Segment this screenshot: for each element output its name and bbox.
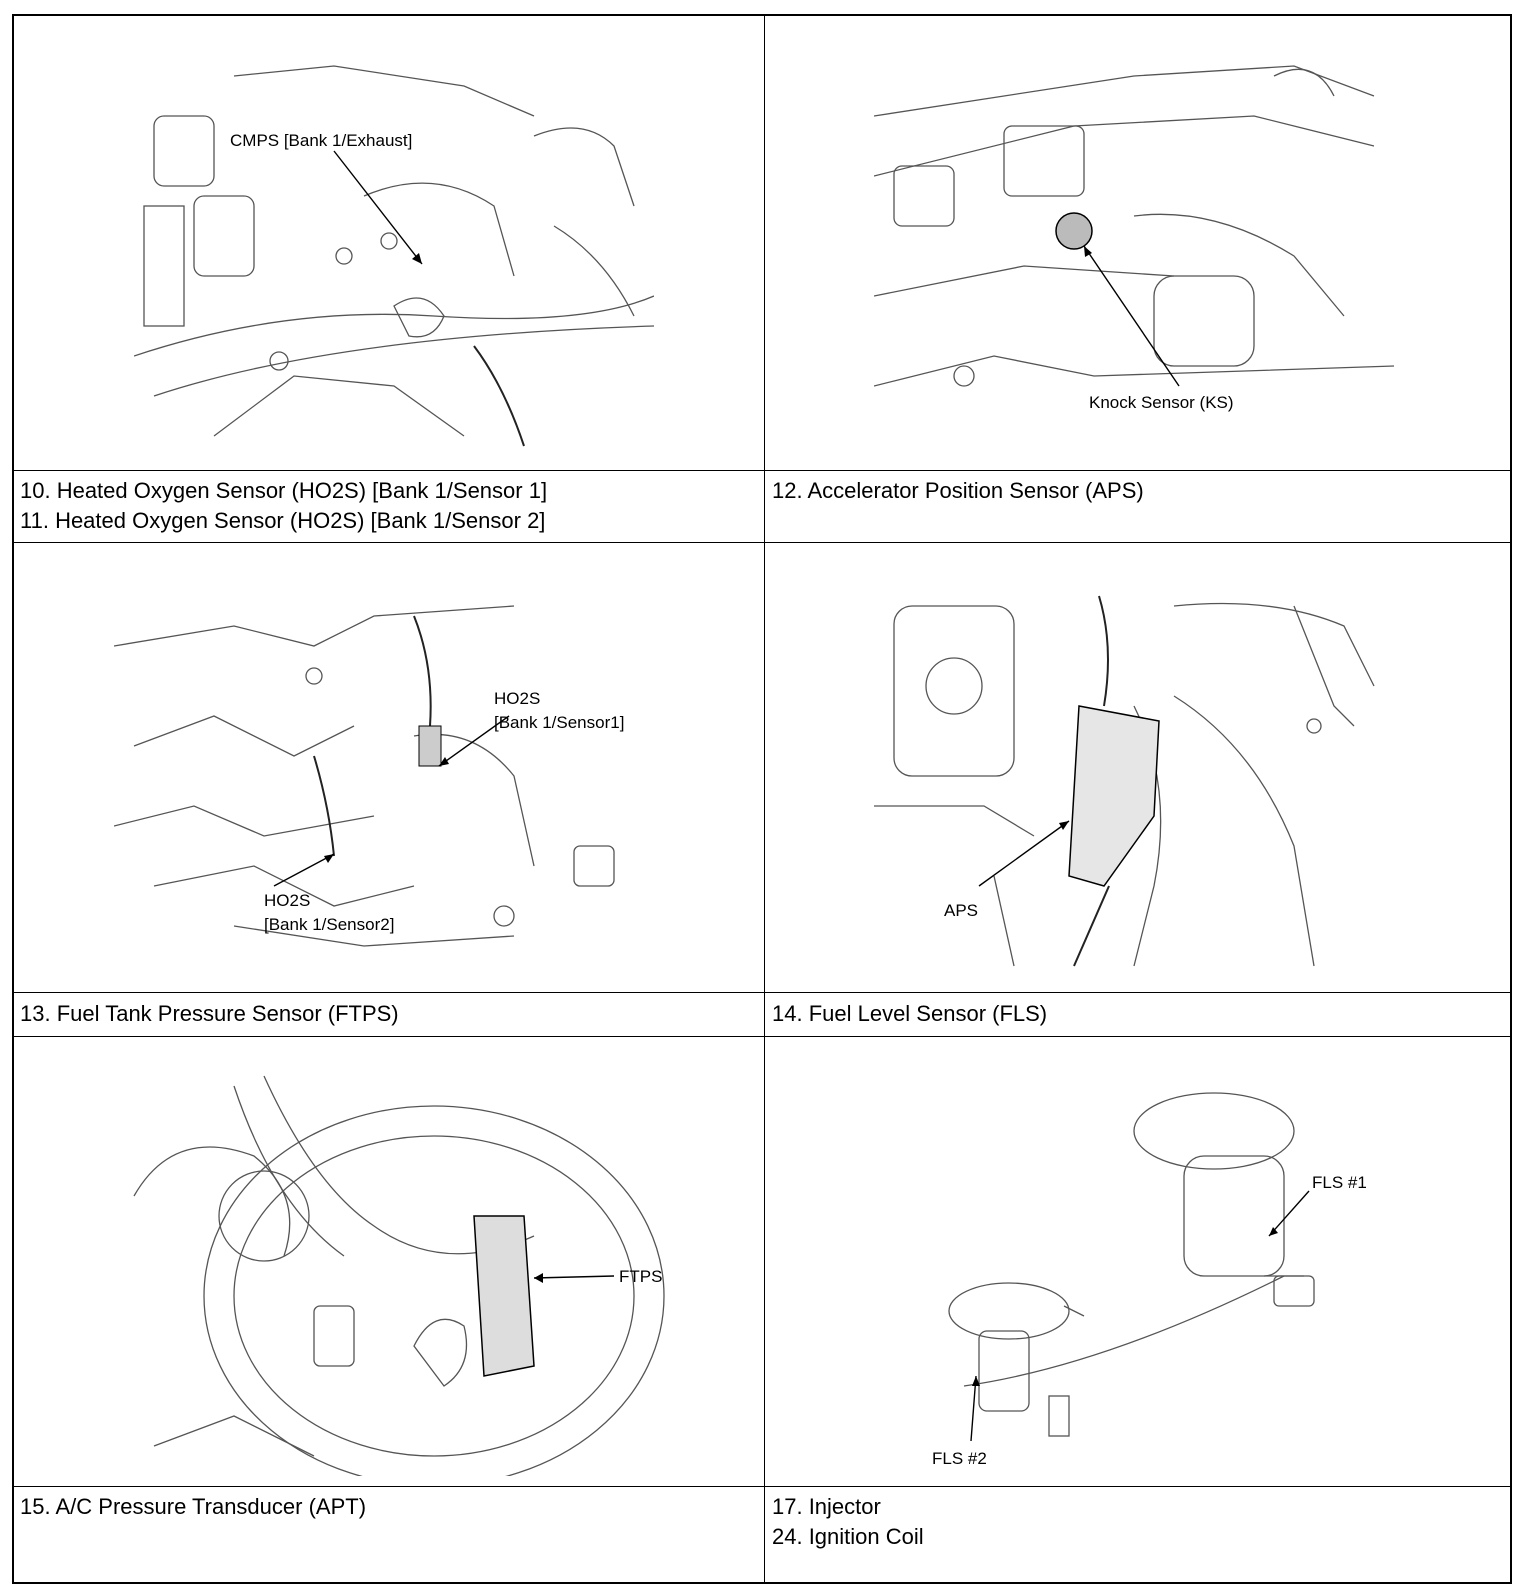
caption-line: 12. Accelerator Position Sensor (APS) (772, 478, 1144, 503)
caption-line: 24. Ignition Coil (772, 1524, 924, 1549)
caption-row3-left: 15. A/C Pressure Transducer (APT) (20, 1492, 366, 1522)
document-sheet: CMPS [Bank 1/Exhaust] Knock Sensor (KS) (12, 14, 1512, 1584)
caption-line: 10. Heated Oxygen Sensor (HO2S) [Bank 1/… (20, 478, 548, 503)
caption-line: 14. Fuel Level Sensor (FLS) (772, 1001, 1048, 1026)
callout-label: HO2S (494, 689, 540, 708)
callout-label: FLS #2 (932, 1449, 987, 1468)
callout-label: Knock Sensor (KS) (1089, 393, 1234, 412)
caption-row1-left: 10. Heated Oxygen Sensor (HO2S) [Bank 1/… (20, 476, 547, 536)
row-divider (14, 470, 1510, 471)
caption-line: 13. Fuel Tank Pressure Sensor (FTPS) (20, 1001, 399, 1026)
cmps-figure: CMPS [Bank 1/Exhaust] (134, 56, 654, 456)
row-divider (14, 542, 1510, 543)
callout-label: HO2S (264, 891, 310, 910)
caption-line: 15. A/C Pressure Transducer (APT) (20, 1494, 367, 1519)
fls-figure: FLS #1 FLS #2 (904, 1076, 1424, 1476)
aps-figure: APS (874, 586, 1394, 976)
ho2s-figure: HO2S [Bank 1/Sensor1] HO2S [Bank 1/Senso… (114, 586, 674, 966)
callout-label: FLS #1 (1312, 1173, 1367, 1192)
callout-label: [Bank 1/Sensor2] (264, 915, 394, 934)
row-divider (14, 1486, 1510, 1487)
callout-label: CMPS [Bank 1/Exhaust] (230, 131, 412, 150)
ftps-figure: FTPS (114, 1066, 714, 1476)
callout-label: [Bank 1/Sensor1] (494, 713, 624, 732)
row-divider (14, 1036, 1510, 1037)
caption-row3-right: 17. Injector 24. Ignition Coil (772, 1492, 924, 1552)
row-divider (14, 992, 1510, 993)
callout-label: APS (944, 901, 978, 920)
caption-row2-right: 14. Fuel Level Sensor (FLS) (772, 999, 1047, 1029)
caption-line: 17. Injector (772, 1494, 881, 1519)
knock-sensor-figure: Knock Sensor (KS) (874, 56, 1394, 456)
caption-row1-right: 12. Accelerator Position Sensor (APS) (772, 476, 1144, 506)
caption-row2-left: 13. Fuel Tank Pressure Sensor (FTPS) (20, 999, 399, 1029)
caption-line: 11. Heated Oxygen Sensor (HO2S) [Bank 1/… (20, 508, 546, 533)
callout-label: FTPS (619, 1267, 662, 1286)
column-divider (764, 16, 765, 1582)
